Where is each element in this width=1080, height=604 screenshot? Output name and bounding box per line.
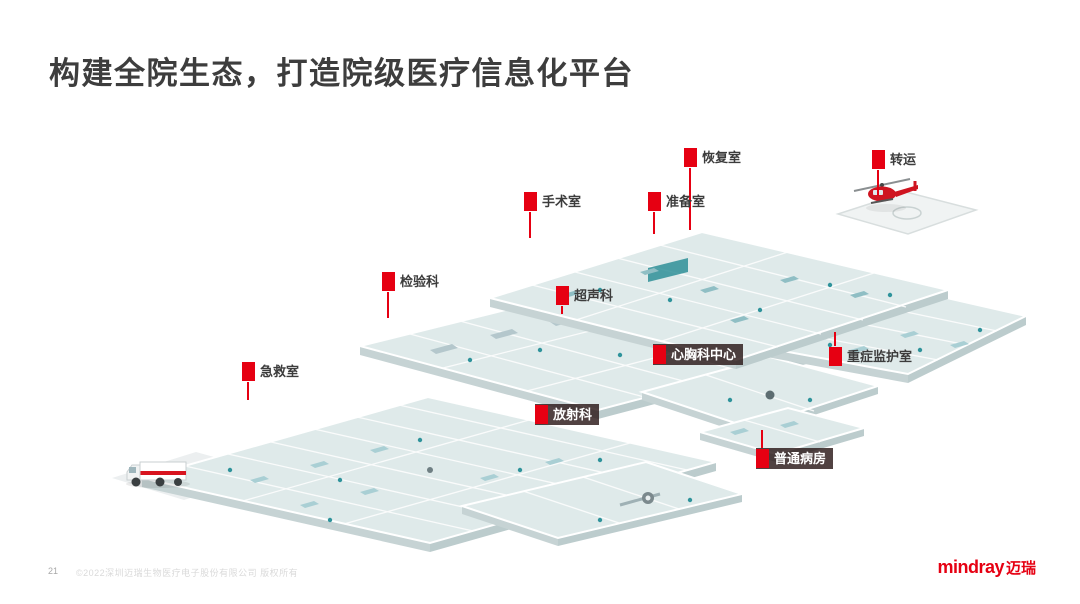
dept-label-icu: 重症监护室: [829, 346, 912, 367]
slide-title: 构建全院生态，打造院级医疗信息化平台: [49, 56, 634, 91]
dept-label-transfer: 转运: [872, 149, 916, 170]
dept-label-lab: 检验科: [382, 271, 439, 292]
page-number: 21: [48, 566, 59, 576]
dept-label-text: 恢复室: [702, 150, 742, 165]
ambulance-icon: [126, 461, 190, 488]
dept-label-text: 手术室: [542, 194, 582, 209]
label-marker-icon: [556, 286, 569, 305]
copyright-text: ©2022深圳迈瑞生物医疗电子股份有限公司 版权所有: [76, 568, 299, 578]
dept-label-text: 转运: [890, 152, 917, 167]
label-marker-icon: [535, 405, 548, 424]
dept-label-text: 检验科: [400, 274, 440, 289]
dept-label-text: 心胸科中心: [671, 347, 737, 362]
floor-radiology-annex: [458, 460, 746, 546]
logo-cjk-text: 迈瑞: [1005, 560, 1036, 577]
dept-label-text: 超声科: [574, 288, 614, 303]
label-marker-icon: [648, 192, 661, 211]
connector-prep-room: [653, 212, 655, 234]
dept-label-prep-room: 准备室: [648, 191, 705, 212]
dept-label-cardiothoracic-center: 心胸科中心: [653, 344, 744, 365]
dept-label-text: 急救室: [260, 364, 300, 379]
connector-lab: [387, 292, 389, 318]
floor-surgical-suite: [486, 230, 952, 369]
dept-label-emergency-room: 急救室: [242, 361, 299, 382]
label-marker-icon: [829, 347, 842, 366]
dept-label-radiology: 放射科: [535, 404, 600, 425]
dept-label-text: 普通病房: [774, 451, 827, 466]
label-marker-icon: [872, 150, 885, 169]
connector-general-ward: [761, 430, 763, 448]
connector-icu: [834, 332, 836, 346]
dept-label-general-ward: 普通病房: [756, 448, 834, 469]
dept-label-operating-room: 手术室: [524, 191, 581, 212]
label-marker-icon: [242, 362, 255, 381]
dept-label-ultrasound: 超声科: [556, 285, 613, 306]
dept-label-recovery-room: 恢复室: [684, 147, 741, 168]
dept-label-text: 重症监护室: [847, 349, 913, 364]
dept-label-text: 放射科: [553, 407, 593, 422]
logo-latin-text: mindray: [937, 557, 1004, 577]
connector-transfer: [877, 170, 879, 196]
mindray-logo: mindray 迈瑞: [937, 557, 1036, 578]
label-marker-icon: [653, 345, 666, 364]
connector-ultrasound: [561, 306, 563, 314]
dept-label-text: 准备室: [666, 194, 706, 209]
connector-recovery: [689, 168, 691, 230]
label-marker-icon: [684, 148, 697, 167]
helicopter-icon: [853, 178, 918, 212]
connector-operating-room: [529, 212, 531, 238]
label-marker-icon: [524, 192, 537, 211]
connector-emergency: [247, 382, 249, 400]
label-marker-icon: [756, 449, 769, 468]
label-marker-icon: [382, 272, 395, 291]
helipad: [835, 191, 979, 235]
